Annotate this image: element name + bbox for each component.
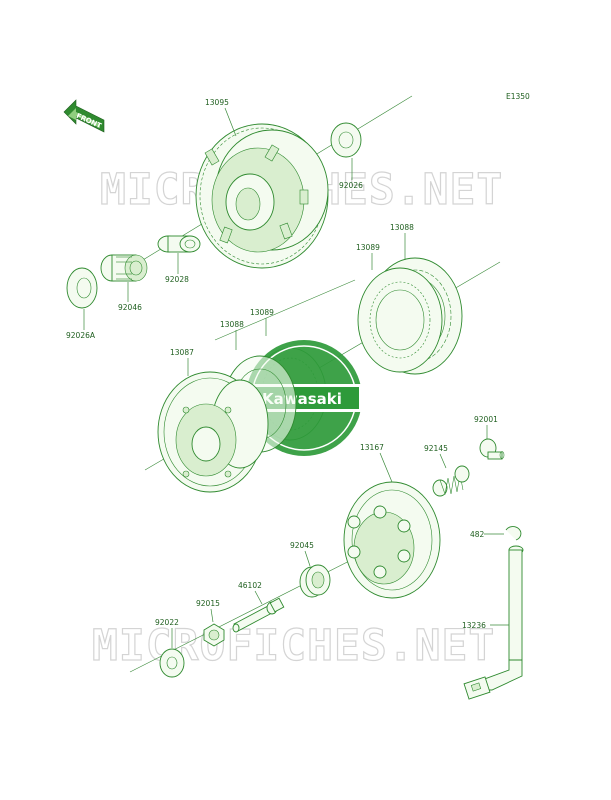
label-13095: 13095 [205,98,229,107]
clutch-housing-13095 [195,123,329,269]
steel-plate-13089-top [357,267,443,373]
nut-92015 [203,623,225,647]
ball-bearing-92045 [299,564,331,598]
bolt-92001 [479,438,505,460]
washer-92026A [66,267,98,309]
washer-92022 [159,648,185,678]
label-92028: 92028 [165,275,189,284]
label-92001: 92001 [474,415,498,424]
label-92026: 92026 [339,181,363,190]
release-lever-13236 [463,545,524,700]
diagram-code: E1350 [506,92,530,101]
label-13089-top: 13089 [356,243,380,252]
washer-92026 [330,122,362,158]
push-rod-46102 [232,597,285,633]
label-13087: 13087 [170,348,194,357]
axis-plates [214,279,356,341]
label-13236: 13236 [462,621,486,630]
label-92026A: 92026A [66,331,96,340]
watermark-bottom: MICROFICHES.NET [92,621,495,671]
sleeve-92028 [157,235,201,253]
label-92015: 92015 [196,599,220,608]
label-46102: 46102 [238,581,262,590]
label-92045: 92045 [290,541,314,550]
label-13088-mid: 13088 [220,320,244,329]
pressure-plate-13167 [343,481,441,599]
label-92145: 92145 [424,444,448,453]
label-13089-mid: 13089 [250,308,274,317]
spring-92145 [432,465,470,497]
front-arrow-icon: FRONT [63,99,105,133]
label-92046: 92046 [118,303,142,312]
circlip-482 [505,526,522,541]
clutch-hub-13087 [157,371,269,493]
label-92022: 92022 [155,618,179,627]
needle-bearing-92046 [100,254,148,282]
label-13167: 13167 [360,443,384,452]
label-13088-top: 13088 [390,223,414,232]
label-482: 482 [470,530,485,539]
